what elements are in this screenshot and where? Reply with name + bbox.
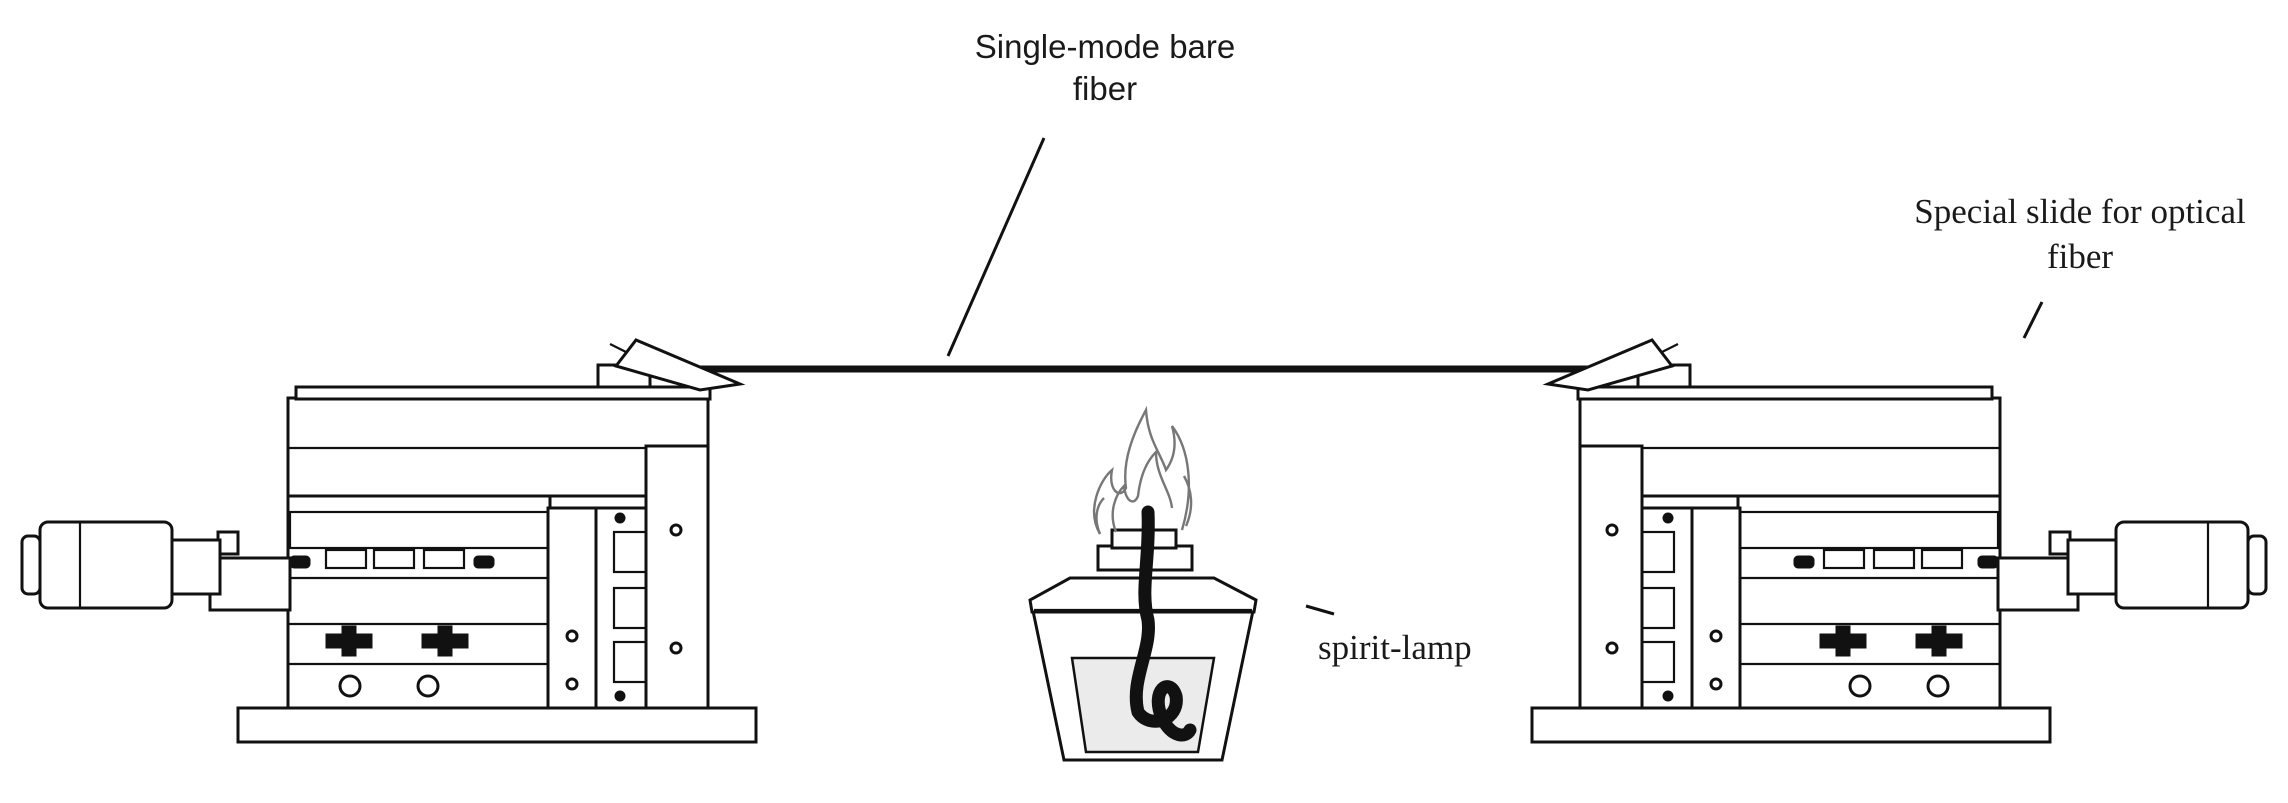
wick-icon: [1129, 505, 1197, 742]
fiber-leader-line: [946, 137, 1046, 357]
translation-stage-left: [20, 338, 758, 744]
slide-label-line-2: fiber: [2046, 236, 2114, 276]
slide-label-line-1: Special slide for optical: [1914, 192, 2246, 231]
translation-stage-right: [1530, 338, 2268, 744]
slide-label: Special slide for optical fiber: [1880, 190, 2280, 280]
fiber-label-line-2: fiber: [1072, 70, 1138, 108]
lamp-leader-line: [1305, 604, 1335, 616]
fiber-label: Single-mode bare fiber: [900, 26, 1310, 110]
lamp-label: spirit-lamp: [1318, 626, 1508, 671]
spirit-lamp-icon: [1028, 405, 1258, 762]
flame-icon: [1093, 405, 1193, 535]
lamp-label-text: spirit-lamp: [1318, 628, 1472, 667]
fiber-label-line-1: Single-mode bare: [974, 28, 1236, 65]
slide-leader-line: [2022, 301, 2044, 339]
